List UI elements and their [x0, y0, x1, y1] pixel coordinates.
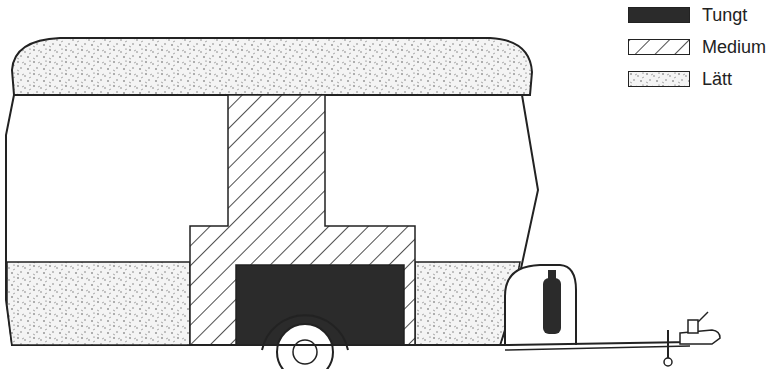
- legend-swatch: [628, 71, 690, 87]
- legend-pattern: [629, 40, 689, 54]
- legend-swatch: [628, 7, 690, 23]
- legend-pattern: [629, 72, 689, 86]
- legend-label: Lätt: [702, 69, 732, 90]
- legend-swatch: [628, 39, 690, 55]
- legend-entry: Lätt: [628, 68, 732, 90]
- legend-entry: Tungt: [628, 4, 747, 26]
- legend-label: Tungt: [702, 5, 747, 26]
- legend-label: Medium: [702, 37, 766, 58]
- legend-entry: Medium: [628, 36, 766, 58]
